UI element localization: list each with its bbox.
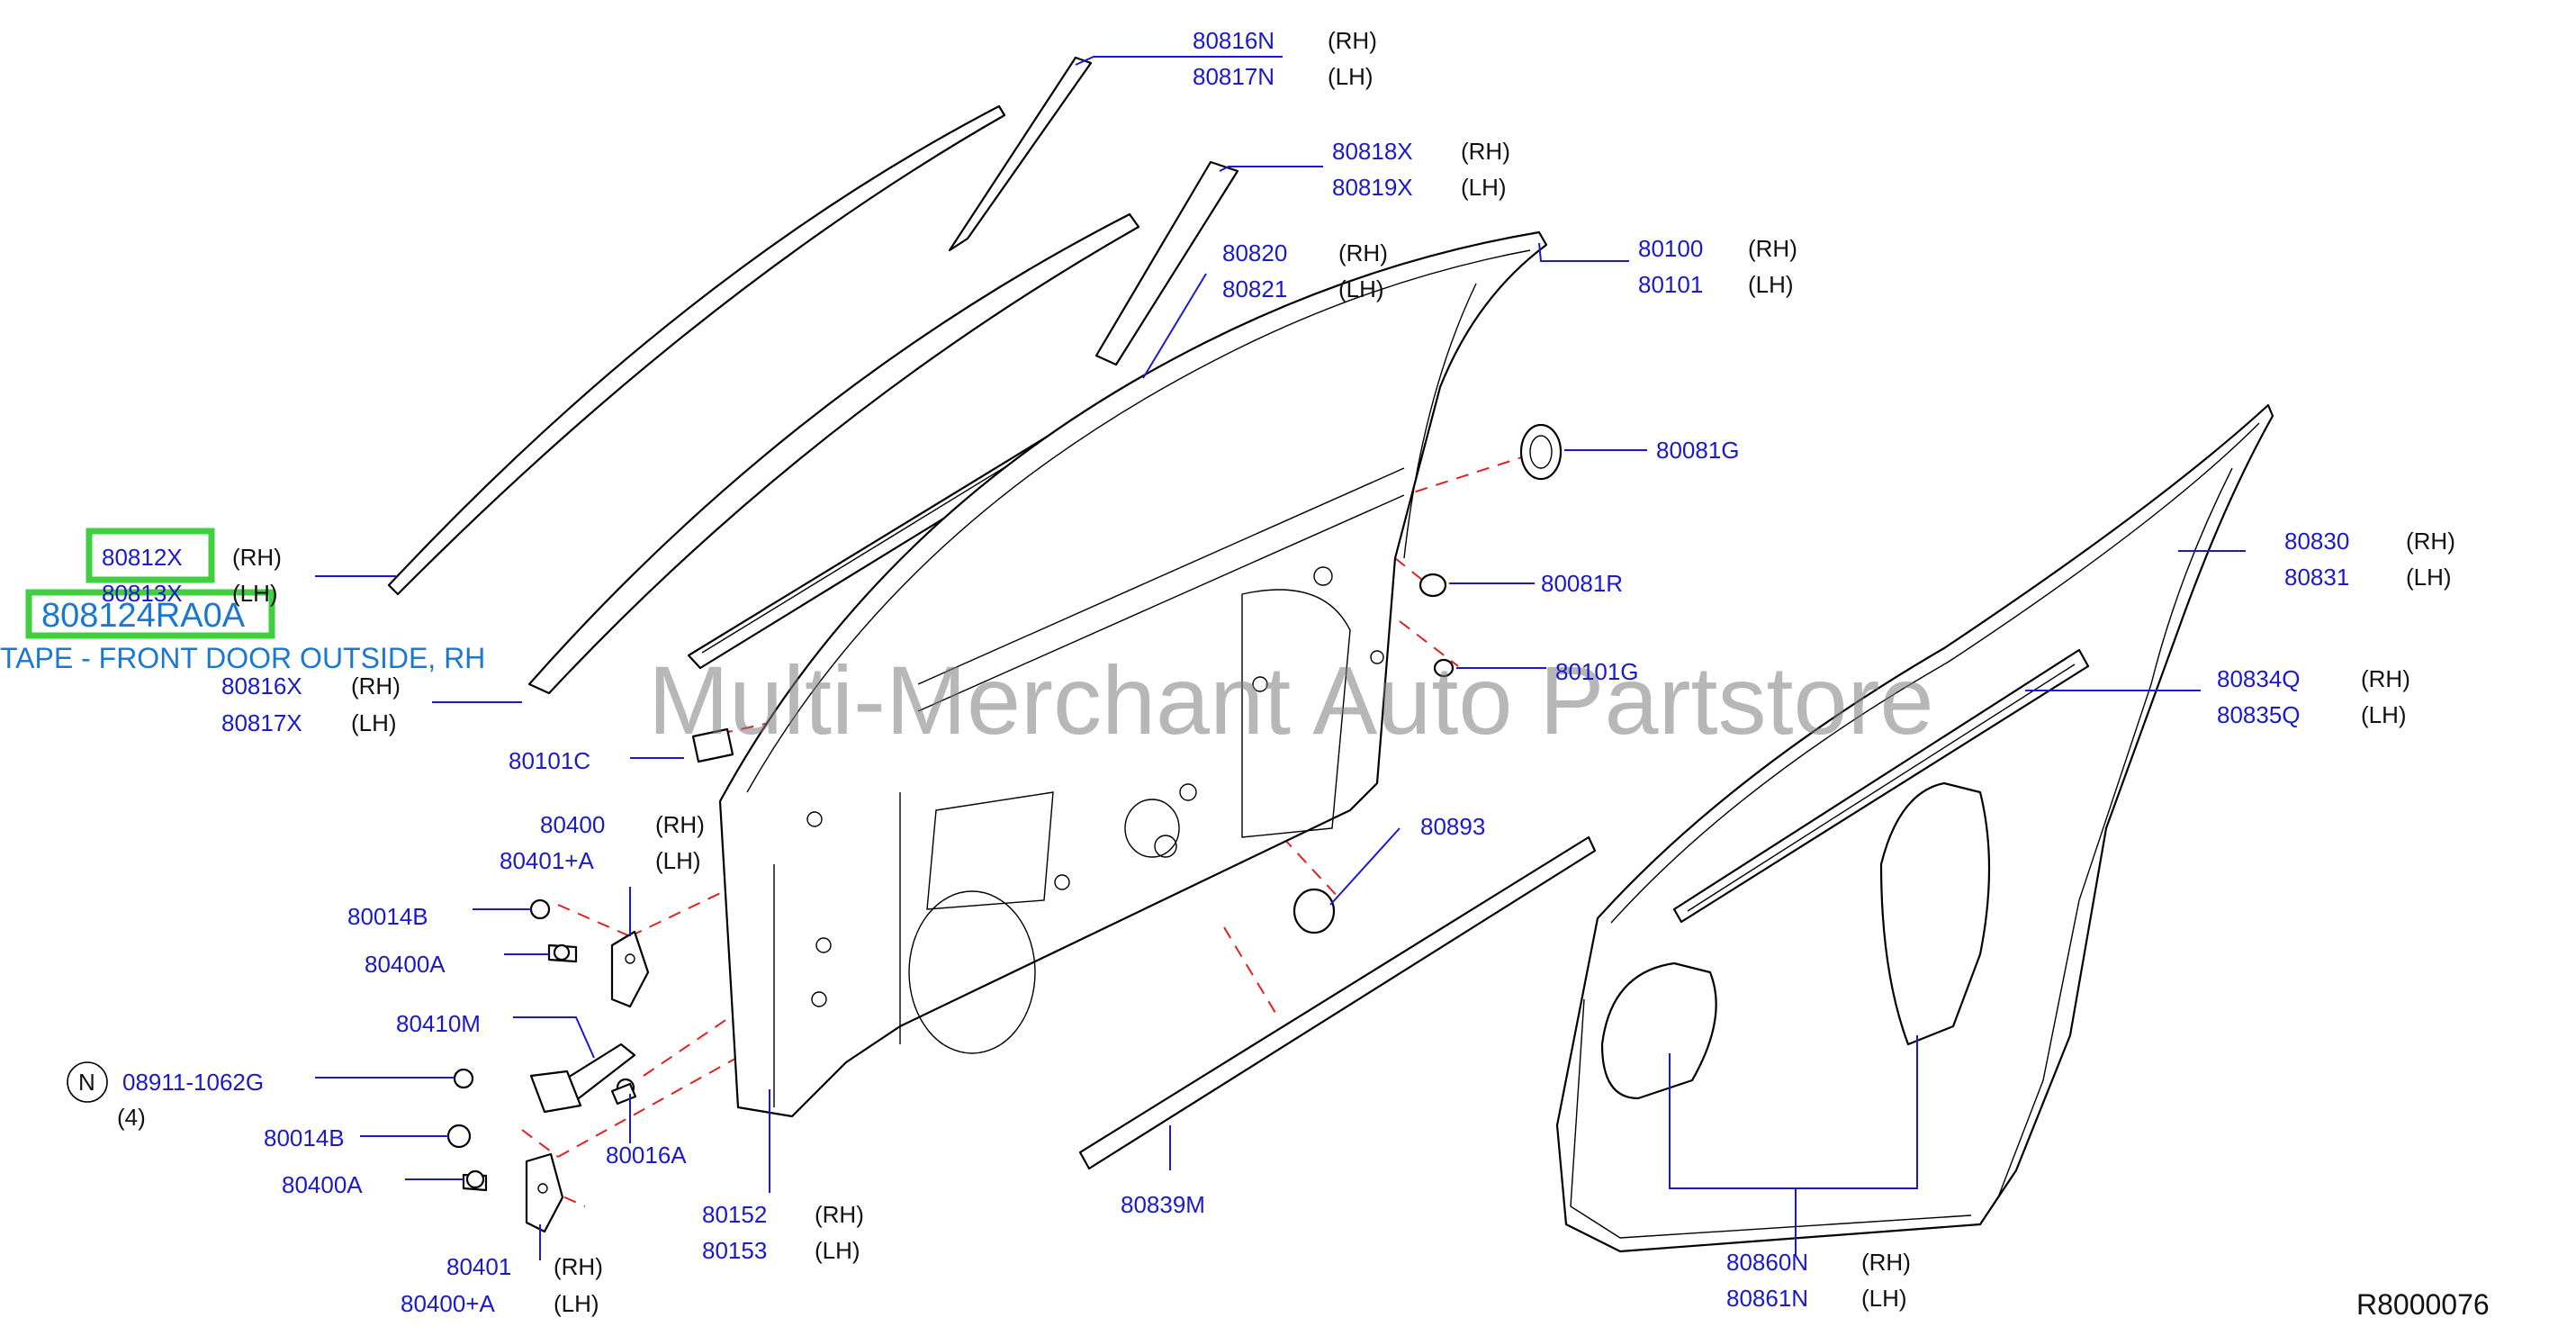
label-80152[interactable]: 80152 [702,1201,767,1228]
label-80401a[interactable]: 80401+A [500,847,594,874]
label-80830[interactable]: 80830 [2284,528,2349,555]
label-80081r[interactable]: 80081R [1541,570,1623,597]
side-80400pa: (LH) [554,1290,599,1317]
highlighted-part-number: 808124RA0A [41,597,246,635]
label-80400a-upper[interactable]: 80400A [365,951,446,978]
label-80819x[interactable]: 80819X [1332,174,1413,201]
moulding-80834q[interactable] [1672,648,2090,924]
check-link-80410m[interactable] [529,1043,636,1114]
nut-80014b-lower[interactable] [446,1124,472,1149]
bolt-80016a[interactable] [610,1078,637,1106]
label-80818x[interactable]: 80818X [1332,138,1413,165]
label-80014b-lower[interactable]: 80014B [264,1124,345,1151]
label-80401[interactable]: 80401 [446,1253,511,1280]
side-80101: (LH) [1748,271,1794,298]
side-80816n: (RH) [1328,27,1377,54]
label-80821[interactable]: 80821 [1222,275,1287,302]
label-80817n[interactable]: 80817N [1193,63,1274,90]
side-80816x: (RH) [351,673,401,700]
side-80400: (RH) [655,811,705,838]
hinge-80401[interactable] [525,1152,564,1233]
sash-80818x[interactable] [1094,160,1239,366]
side-80821: (LH) [1338,275,1384,302]
door-details [806,566,1384,1007]
label-80016a[interactable]: 80016A [606,1142,687,1169]
nut-marker-circle [67,1061,108,1103]
label-80839m[interactable]: 80839M [1121,1191,1205,1218]
molding-80816x[interactable] [527,212,1140,695]
label-80812x: 80812X [102,544,183,571]
label-80835q[interactable]: 80835Q [2217,701,2301,728]
plug-80081r[interactable] [1419,573,1447,598]
pad-80101c[interactable] [691,727,734,763]
highlight-part-number[interactable]: 808124RA0A [25,589,275,639]
side-80835q: (LH) [2361,701,2407,728]
nut-08911[interactable] [453,1068,474,1089]
nut-marker: N [67,1061,108,1103]
sash-80816n[interactable] [948,56,1093,252]
label-80816x[interactable]: 80816X [221,673,302,700]
watermark-text: Multi-Merchant Auto Partstore [648,645,1934,754]
label-80860n[interactable]: 80860N [1726,1249,1808,1276]
side-80401a: (LH) [655,847,701,874]
label-80400a-lower[interactable]: 80400A [282,1171,363,1198]
molding-80812x[interactable] [387,104,1006,596]
side-80401: (RH) [554,1253,603,1280]
hinge-80400[interactable] [610,930,650,1008]
side-80153: (LH) [815,1237,860,1264]
label-80820[interactable]: 80820 [1222,239,1287,266]
highlight-callout-box [86,528,215,583]
side-80100: (RH) [1748,235,1797,262]
label-80893[interactable]: 80893 [1420,813,1485,840]
nut-marker-letter: N [78,1069,95,1096]
highlighted-part-description: TAPE - FRONT DOOR OUTSIDE, RH [0,642,485,674]
highlight-part-number-box [25,589,275,639]
label-80100[interactable]: 80100 [1638,235,1703,262]
part-labels: 80816N (RH) 80817N (LH) 80818X (RH) 8081… [67,27,2455,1317]
side-80817x: (LH) [351,709,397,736]
side-80813x: (LH) [232,580,278,607]
side-80818x: (RH) [1461,138,1510,165]
nut-80014b-upper[interactable] [529,898,551,920]
side-80812x: (RH) [232,544,282,571]
side-80834q: (RH) [2361,665,2410,692]
label-80101[interactable]: 80101 [1638,271,1703,298]
bolt-80400a-lower[interactable] [462,1169,488,1192]
sealing-screen-80860n[interactable] [1600,781,1991,1100]
label-80014b-upper[interactable]: 80014B [347,903,428,930]
label-80831[interactable]: 80831 [2284,564,2349,591]
diagram-code: R8000076 [2356,1288,2490,1321]
seal-80839m[interactable] [1078,835,1597,1170]
side-80830: (RH) [2406,528,2455,555]
label-80817x[interactable]: 80817X [221,709,302,736]
side-80860n: (RH) [1861,1249,1911,1276]
label-80813x[interactable]: 80813X [102,580,183,607]
highlight-callout[interactable]: 80812X [86,528,215,583]
label-80101g[interactable]: 80101G [1555,658,1639,685]
label-80816n[interactable]: 80816N [1193,27,1274,54]
bolt-80400a-upper[interactable] [547,943,578,963]
label-80861n[interactable]: 80861N [1726,1285,1808,1312]
label-80400pa[interactable]: 80400+A [401,1290,495,1317]
side-80820: (RH) [1338,239,1388,266]
side-80819x: (LH) [1461,174,1507,201]
grommet-80081g[interactable] [1519,423,1563,481]
label-80081g[interactable]: 80081G [1656,437,1740,464]
label-80153[interactable]: 80153 [702,1237,767,1264]
label-80400[interactable]: 80400 [540,811,605,838]
side-80831: (LH) [2406,564,2452,591]
side-80861n: (LH) [1861,1285,1907,1312]
door-shell-80100[interactable] [718,230,1548,1118]
leader-lines [315,56,2246,1260]
plug-80101g[interactable] [1433,658,1455,678]
label-08911[interactable]: 08911-1062G [122,1069,264,1096]
label-80101c[interactable]: 80101C [509,747,590,774]
side-80817n: (LH) [1328,63,1374,90]
side-80152: (RH) [815,1201,864,1228]
label-80410m[interactable]: 80410M [396,1010,481,1037]
label-qty: (4) [117,1104,146,1131]
sealing-screen-80893[interactable] [1293,888,1336,934]
label-80834q[interactable]: 80834Q [2217,665,2301,692]
